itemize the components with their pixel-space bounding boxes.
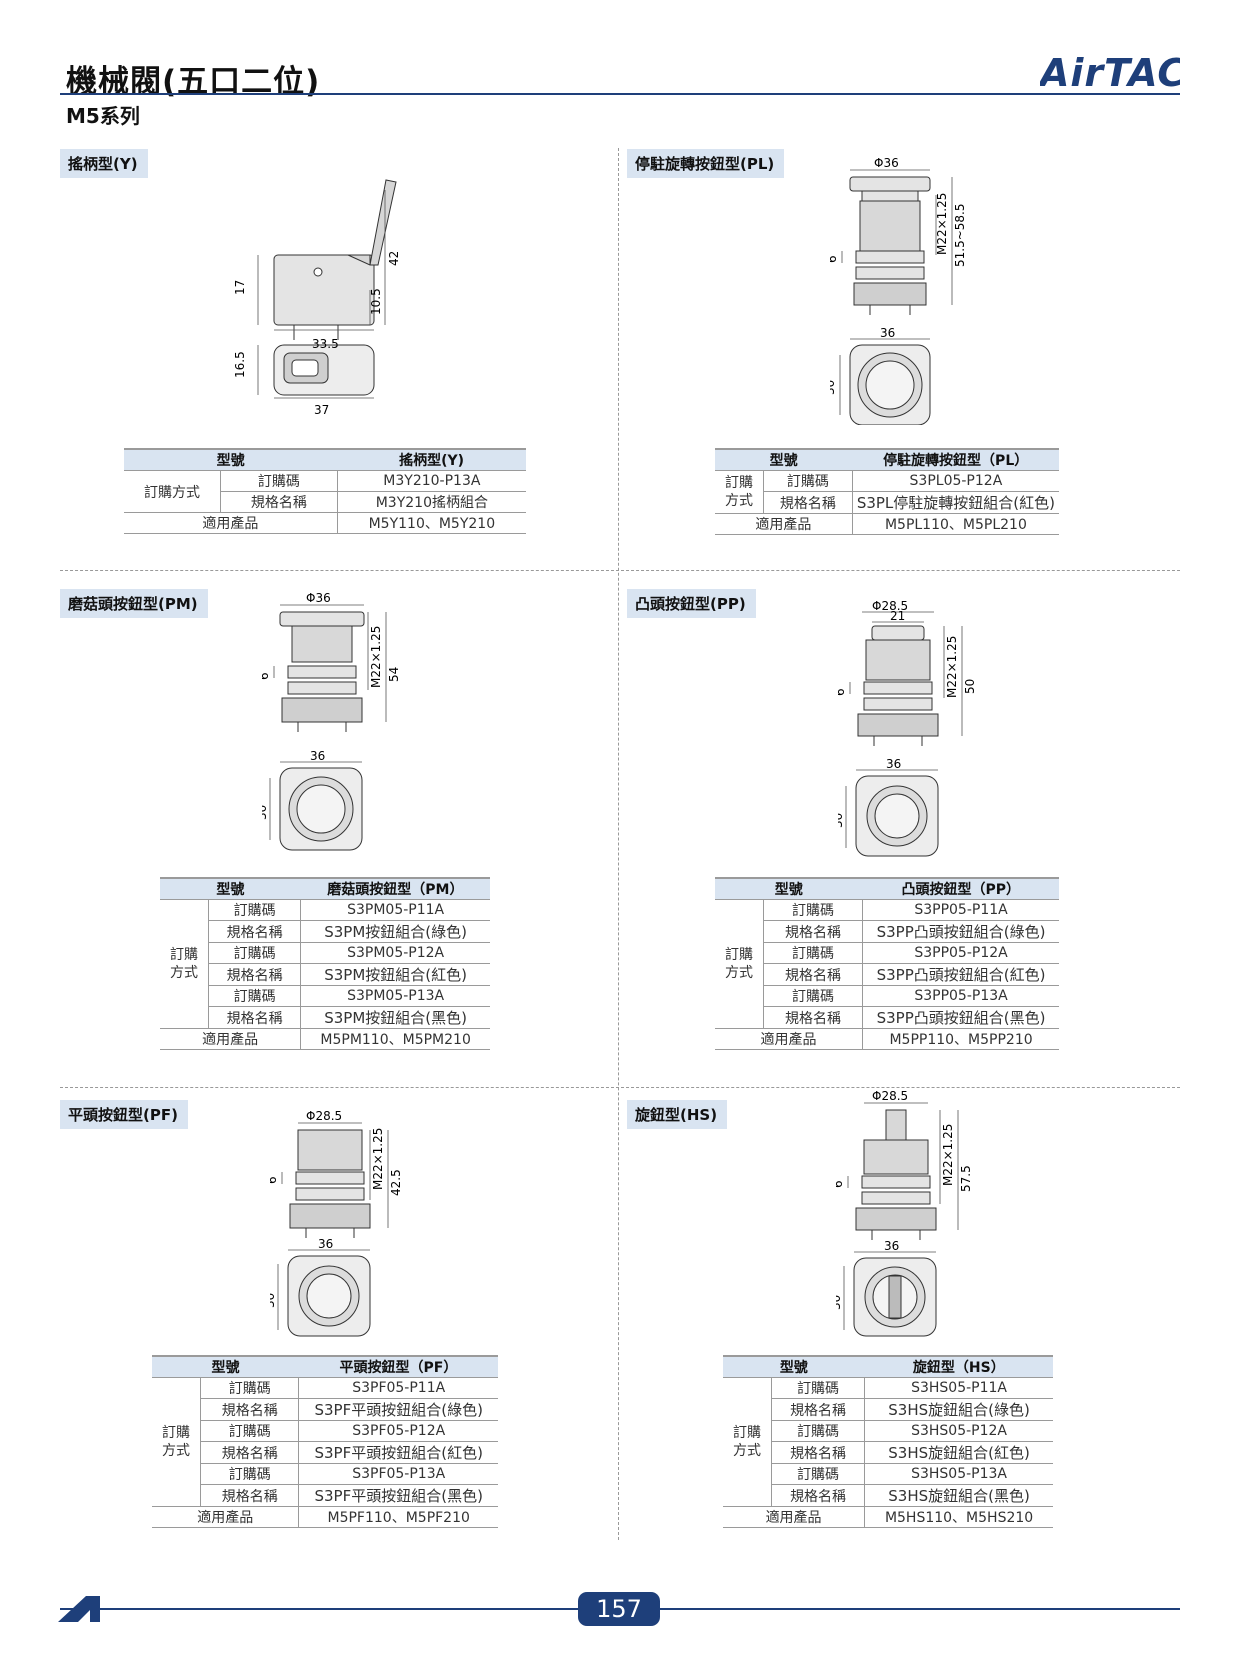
section-label-pp: 凸頭按鈕型(PP) <box>627 589 756 618</box>
svg-text:30: 30 <box>838 813 845 828</box>
svg-text:M22×1.25: M22×1.25 <box>941 1124 955 1186</box>
flat-button-drawing: Φ28.5 M22×1.25 42.5 6 36 30 <box>270 1109 403 1337</box>
svg-text:Φ36: Φ36 <box>874 156 899 170</box>
svg-text:Φ36: Φ36 <box>306 591 331 605</box>
svg-text:6: 6 <box>838 688 847 696</box>
svg-text:16.5: 16.5 <box>233 351 247 378</box>
svg-text:M22×1.25: M22×1.25 <box>371 1128 385 1190</box>
svg-text:21: 21 <box>890 609 905 623</box>
svg-text:50: 50 <box>963 679 977 694</box>
row-divider-2 <box>60 1087 1180 1088</box>
svg-text:Φ28.5: Φ28.5 <box>872 1089 908 1103</box>
svg-text:30: 30 <box>830 380 837 395</box>
section-label-pf: 平頭按鈕型(PF) <box>60 1100 188 1129</box>
svg-text:Φ28.5: Φ28.5 <box>872 599 908 613</box>
series-subtitle: M5系列 <box>66 104 140 128</box>
page-number: 157 <box>578 1592 660 1626</box>
svg-text:6: 6 <box>262 672 271 680</box>
section-label-hs: 旋鈕型(HS) <box>627 1100 728 1129</box>
spec-table-pl: 型號 停駐旋轉按鈕型（PL） 訂購方式 訂購碼 S3PL05-P12A 規格名稱… <box>715 448 1059 535</box>
svg-text:M22×1.25: M22×1.25 <box>369 626 383 688</box>
svg-text:10.5: 10.5 <box>369 288 383 315</box>
svg-text:36: 36 <box>310 749 325 763</box>
svg-text:17: 17 <box>233 280 247 295</box>
svg-text:51.5~58.5: 51.5~58.5 <box>953 204 967 268</box>
svg-text:6: 6 <box>836 1180 845 1188</box>
spec-table-y: 型號 搖柄型(Y) 訂購方式 訂購碼 M3Y210-P13A 規格名稱 M3Y2… <box>124 448 526 534</box>
svg-text:36: 36 <box>884 1239 899 1253</box>
svg-text:30: 30 <box>836 1295 843 1310</box>
y-order-code: M3Y210-P13A <box>337 470 526 492</box>
section-label-pl: 停駐旋轉按鈕型(PL) <box>627 149 785 178</box>
svg-text:57.5: 57.5 <box>959 1165 973 1192</box>
svg-text:30: 30 <box>270 1293 277 1308</box>
svg-text:M22×1.25: M22×1.25 <box>935 193 949 255</box>
header-divider <box>60 93 1180 95</box>
svg-text:42.5: 42.5 <box>389 1169 403 1196</box>
svg-text:6: 6 <box>270 1176 279 1184</box>
section-label-pm: 磨菇頭按鈕型(PM) <box>60 589 208 618</box>
airtac-logo: AirTAC <box>1040 52 1180 92</box>
svg-text:30: 30 <box>262 805 269 820</box>
svg-text:42: 42 <box>387 251 400 266</box>
svg-text:37: 37 <box>314 403 329 417</box>
row-divider-1 <box>60 570 1180 571</box>
knob-drawing: Φ28.5 M22×1.25 57.5 6 36 30 <box>836 1089 973 1337</box>
svg-text:M22×1.25: M22×1.25 <box>945 636 959 698</box>
column-divider <box>618 148 619 1540</box>
logo-text: AirTAC <box>1040 52 1180 92</box>
lever-type-drawing: 17 42 10.5 33.5 16.5 37 <box>233 179 400 417</box>
svg-text:54: 54 <box>387 667 401 682</box>
section-label-y: 搖柄型(Y) <box>60 149 148 178</box>
parking-button-drawing: Φ36 M22×1.25 51.5~58.5 6 36 30 <box>830 156 967 425</box>
protruding-button-drawing: Φ28.5 21 M22×1.25 50 6 36 30 <box>838 599 977 857</box>
svg-text:36: 36 <box>880 326 895 340</box>
svg-text:36: 36 <box>318 1237 333 1251</box>
svg-text:6: 6 <box>830 255 839 263</box>
mushroom-button-drawing: Φ36 M22×1.25 54 6 36 30 <box>262 591 401 851</box>
svg-text:36: 36 <box>886 757 901 771</box>
svg-text:Φ28.5: Φ28.5 <box>306 1109 342 1123</box>
svg-text:33.5: 33.5 <box>312 337 339 351</box>
